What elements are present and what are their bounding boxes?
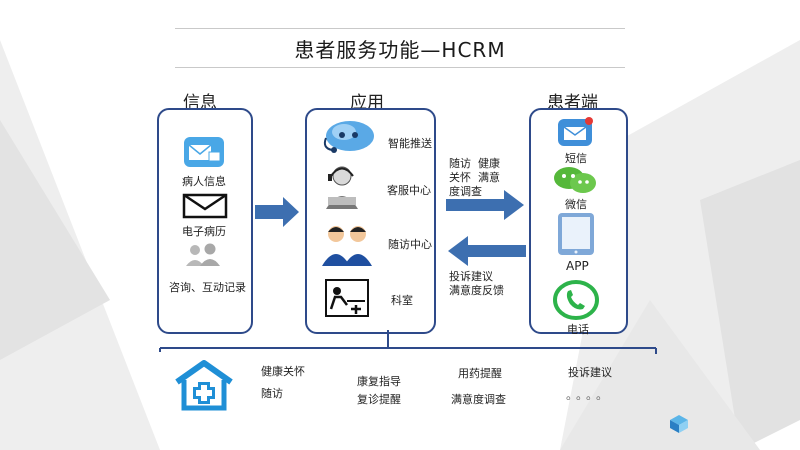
- phone-icon: [553, 280, 599, 320]
- wechat-icon: [554, 167, 596, 193]
- bottom-bracket: [159, 330, 657, 354]
- title-rule-bottom: [175, 67, 625, 68]
- department-icon: [325, 279, 369, 317]
- bottom-followup: 随访: [261, 387, 283, 400]
- email-icon: [184, 137, 224, 167]
- info-item-emr: 电子病历: [182, 225, 226, 238]
- app-item-followup-center: 随访中心: [388, 238, 432, 251]
- title-rule-top: [175, 28, 625, 29]
- patient-item-phone: 电话: [567, 323, 589, 336]
- bottom-health-care: 健康关怀: [261, 365, 305, 378]
- envelope-icon: [182, 193, 228, 219]
- people-icon: [186, 243, 220, 266]
- tablet-icon: [558, 213, 594, 255]
- arrow-right-large-icon: [446, 190, 524, 220]
- patient-item-sms: 短信: [565, 152, 587, 165]
- smart-push-icon: [323, 121, 374, 153]
- bottom-satisfaction-survey: 满意度调查: [451, 393, 506, 406]
- sms-icon: [558, 117, 593, 146]
- info-item-patient-info: 病人信息: [182, 175, 226, 188]
- to-patient-line-2: 关怀 满意: [449, 171, 500, 184]
- to-patient-line-3: 度调查: [449, 185, 482, 198]
- to-patient-line-1: 随访 健康: [449, 157, 500, 170]
- bottom-ellipsis: 。。。。: [566, 388, 613, 402]
- arrow-left-large-icon: [448, 236, 526, 266]
- headset-agent-icon: [326, 166, 358, 209]
- bottom-complaint: 投诉建议: [568, 366, 612, 379]
- page-title: 患者服务功能—HCRM: [294, 38, 506, 62]
- followup-agents-icon: [322, 226, 372, 266]
- bottom-revisit-reminder: 复诊提醒: [357, 393, 401, 406]
- info-item-consult-record: 咨询、互动记录: [169, 281, 246, 294]
- cube-logo-icon: [670, 415, 688, 433]
- bottom-rehab-guide: 康复指导: [357, 375, 401, 388]
- patient-item-app: APP: [566, 259, 589, 273]
- arrow-right-icon: [255, 197, 299, 227]
- app-item-department: 科室: [391, 294, 413, 307]
- patient-item-wechat: 微信: [565, 198, 587, 211]
- to-app-line-1: 投诉建议: [449, 270, 493, 283]
- house-medical-icon: [175, 360, 233, 411]
- app-item-service-center: 客服中心: [387, 184, 431, 197]
- app-item-smart-push: 智能推送: [388, 137, 432, 150]
- to-app-line-2: 满意度反馈: [449, 284, 504, 297]
- bottom-medication-reminder: 用药提醒: [458, 367, 502, 380]
